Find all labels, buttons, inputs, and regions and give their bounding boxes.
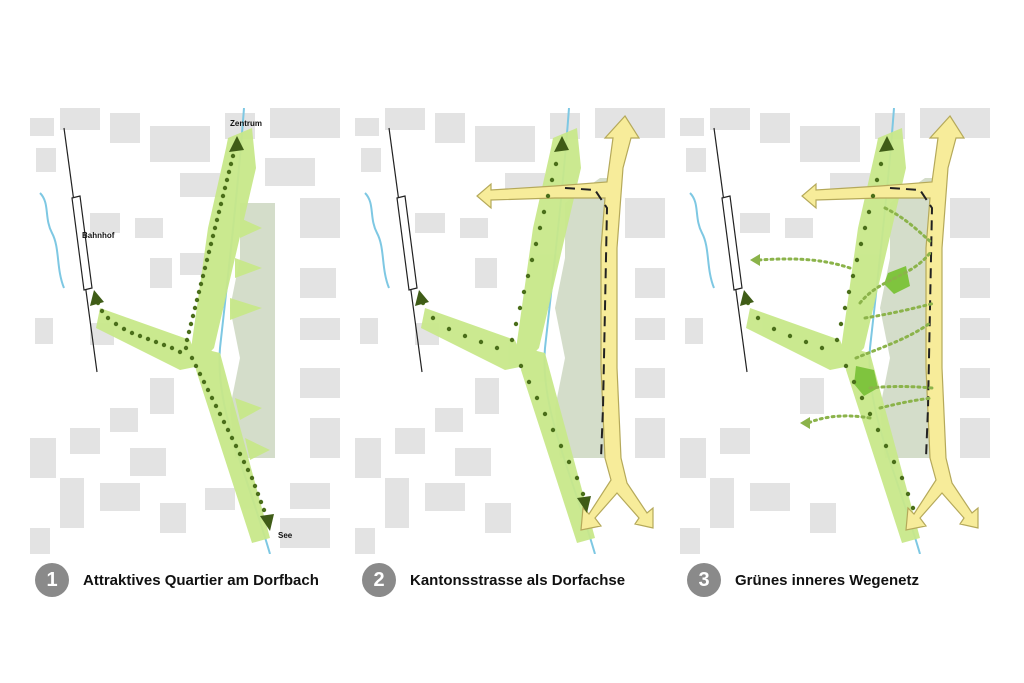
arrow-heads [90,136,274,531]
arrow-north-icon [554,136,569,152]
caption-2: 2 Kantonsstrasse als Dorfachse [362,562,625,598]
rail-line [388,127,423,373]
stream-west [689,192,715,289]
road-kantonsstrasse [476,115,654,531]
arrow-west-icon [90,290,104,306]
arrow-west-upper-icon [750,254,760,266]
rail-line [713,127,748,373]
dashed-edge [889,187,934,459]
label-see: See [278,531,293,540]
panel-1-map: Zentrum Bahnhof See [30,108,340,554]
map-svg: Zentrum Bahnhof See [30,108,340,554]
map-labels: Zentrum Bahnhof See [82,119,293,540]
caption-text: Kantonsstrasse als Dorfachse [410,571,626,589]
step-number-badge: 3 [687,563,721,597]
green-band [96,128,270,543]
arrow-west-icon [740,290,754,306]
panel-2-map [355,108,665,554]
dotted-quarter [555,178,610,458]
map-svg [680,108,990,554]
buildings [680,108,990,554]
stream-west [39,192,65,289]
arrow-north-icon [879,136,894,152]
step-number-badge: 2 [362,563,396,597]
road-kantonsstrasse [801,115,979,531]
dashed-edge [564,187,609,459]
stream-west [364,192,390,289]
arrow-south-icon [260,514,274,531]
panel-3-map [680,108,990,554]
label-zentrum: Zentrum [230,119,262,128]
caption-1: 1 Attraktives Quartier am Dorfbach [35,562,319,598]
label-bahnhof: Bahnhof [82,231,115,240]
caption-3: 3 Grünes inneres Wegenetz [687,562,919,598]
arrow-south-icon [577,496,591,513]
inner-path-network [756,206,937,425]
step-number-badge: 1 [35,563,69,597]
caption-text: Grünes inneres Wegenetz [735,571,919,589]
path-west [95,300,183,355]
caption-text: Attraktives Quartier am Dorfbach [83,571,319,589]
inner-path-arrows [750,254,810,429]
arrow-heads [740,136,894,306]
map-svg [355,108,665,554]
rail-line [63,127,98,373]
arrow-west-icon [415,290,429,306]
dotted-path [745,145,916,511]
arrow-north-icon [229,136,244,152]
arrow-west-lower-icon [800,417,810,429]
arrow-heads [415,136,591,513]
buildings [30,108,340,554]
